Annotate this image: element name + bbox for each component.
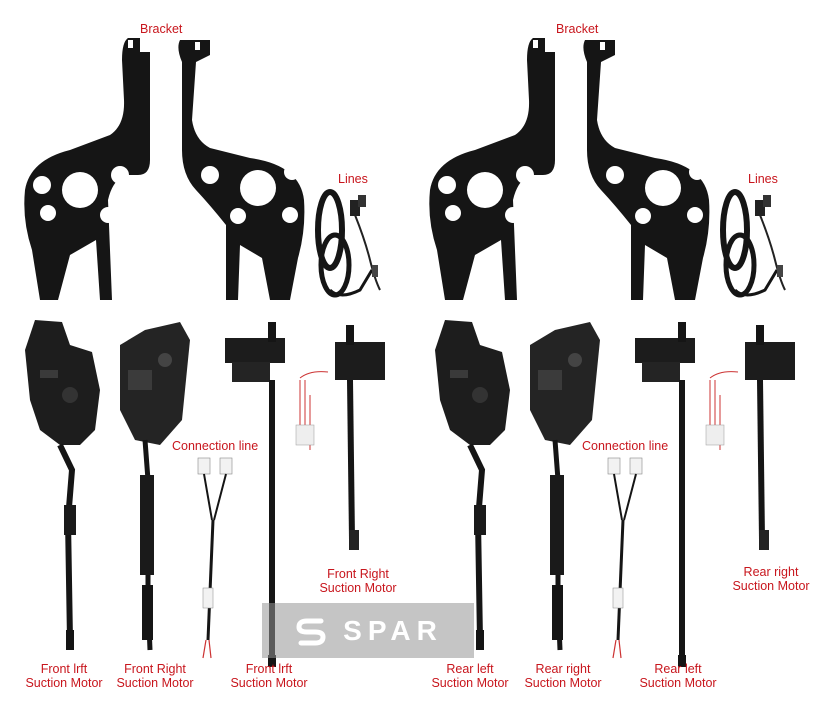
label-bracket-left: Bracket bbox=[140, 22, 183, 36]
right-bracket-set bbox=[429, 38, 785, 300]
label-rear-right-top: Rear right Suction Motor bbox=[732, 565, 810, 593]
right-motor-set bbox=[435, 320, 795, 667]
label-connection-left: Connection line bbox=[172, 439, 259, 453]
left-bracket-set bbox=[24, 38, 380, 300]
label-front-right-top: Front Right Suction Motor bbox=[319, 567, 397, 595]
spar-logo-icon bbox=[296, 618, 326, 645]
spar-watermark: SPAR bbox=[262, 603, 474, 658]
watermark-text: SPAR bbox=[343, 614, 443, 646]
label-lines-left: Lines bbox=[338, 172, 368, 186]
label-connection-right: Connection line bbox=[582, 439, 669, 453]
label-lines-right: Lines bbox=[748, 172, 778, 186]
label-bracket-right: Bracket bbox=[556, 22, 599, 36]
